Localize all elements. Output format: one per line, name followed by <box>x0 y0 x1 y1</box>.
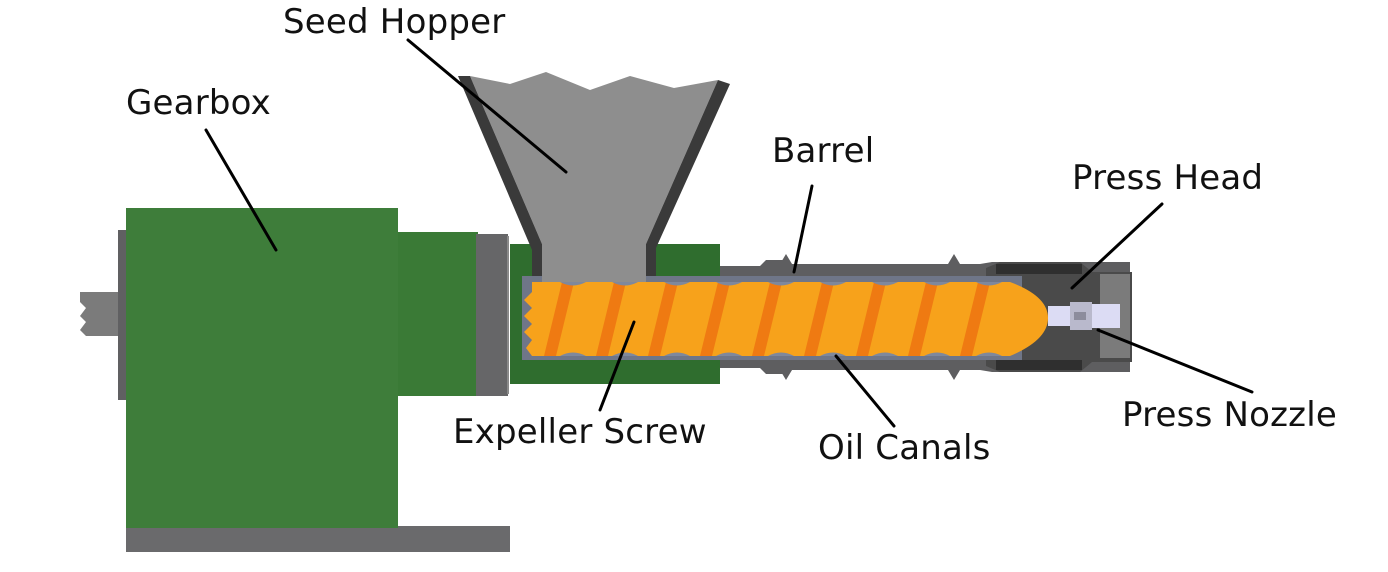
oil-canal-scallop <box>768 352 794 356</box>
oil-canal-scallop <box>612 282 638 286</box>
screw-thread <box>804 282 834 356</box>
leader-press-nozzle <box>1096 328 1254 394</box>
label-seed-hopper: Seed Hopper <box>283 2 506 42</box>
label-barrel: Barrel <box>772 131 875 171</box>
oil-canal-scallop <box>560 282 586 286</box>
oil-canal-scallop <box>664 352 690 356</box>
label-press-head: Press Head <box>1072 158 1264 198</box>
screw-thread <box>752 282 782 356</box>
oil-canal-scallop <box>716 282 742 286</box>
screw-thread <box>908 282 938 356</box>
leader-gearbox <box>204 128 278 252</box>
coupling-plate <box>476 234 508 396</box>
screw-thread <box>596 282 626 356</box>
gearbox-neck <box>398 232 478 396</box>
screw-thread <box>544 282 574 356</box>
oil-canal-scallop <box>872 282 898 286</box>
oil-canal-scallop <box>664 282 690 286</box>
oil-canal-scallop <box>612 352 638 356</box>
oil-canal-scallop <box>976 352 1002 356</box>
seed-hopper-part <box>458 72 730 282</box>
label-gearbox: Gearbox <box>126 83 271 123</box>
press-nozzle-part <box>1048 302 1120 330</box>
label-oil-canals: Oil Canals <box>818 428 991 468</box>
leader-seed-hopper <box>406 38 568 174</box>
base-plate <box>126 526 510 552</box>
leader-barrel <box>792 184 814 274</box>
label-expeller-screw: Expeller Screw <box>453 412 707 452</box>
oil-canal-scallop <box>820 282 846 286</box>
oil-canal-scallop <box>924 352 950 356</box>
screw-thread <box>648 282 678 356</box>
screw-thread <box>856 282 886 356</box>
screw-thread <box>960 282 990 356</box>
leader-press-head <box>1070 202 1164 290</box>
oil-canal-scallop <box>872 352 898 356</box>
label-press-nozzle: Press Nozzle <box>1122 395 1337 435</box>
gearbox-body <box>126 208 398 528</box>
oil-canal-scallop <box>820 352 846 356</box>
oil-canal-scallop <box>768 282 794 286</box>
oil-canal-scallop <box>716 352 742 356</box>
expeller-screw-part <box>524 282 1048 356</box>
gearbox-flange <box>118 230 128 400</box>
oil-canal-scallop <box>560 352 586 356</box>
screw-thread <box>700 282 730 356</box>
input-shaft <box>80 292 122 336</box>
leader-oil-canals <box>834 354 896 428</box>
leader-expeller-screw <box>598 320 636 412</box>
oil-canal-scallop <box>976 282 1002 286</box>
oil-canal-scallop <box>924 282 950 286</box>
